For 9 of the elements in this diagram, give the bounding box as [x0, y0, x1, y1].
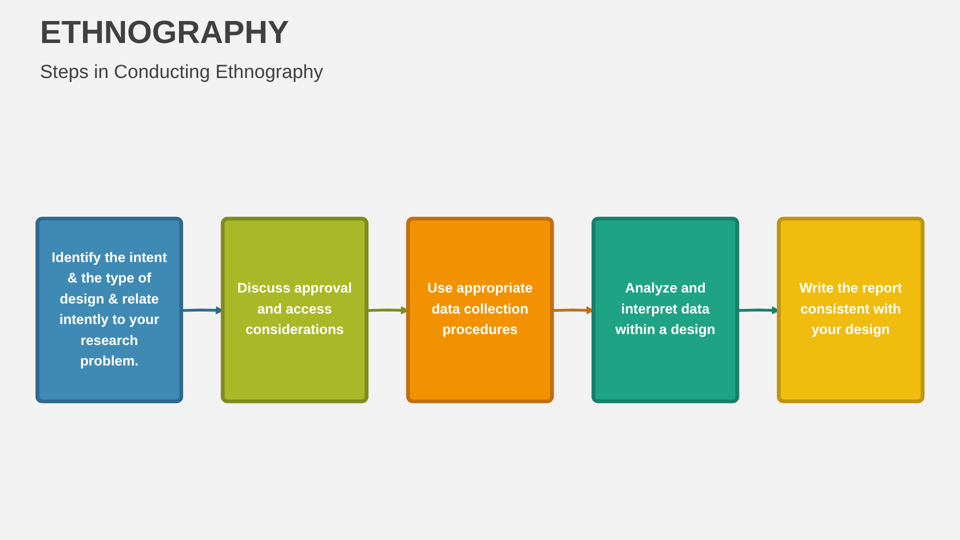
step-box: Identify the intent & the type of design & relate intently to your research problem. [36, 216, 184, 404]
step-box: Discuss approval and access considerations [220, 216, 368, 404]
subtitle: Steps in Conducting Ethnography [40, 62, 324, 84]
arrow [552, 306, 594, 314]
step-box: Write the report consistent with your design [776, 216, 924, 404]
title: ETHNOGRAPHY [40, 14, 289, 51]
step-box: Analyze and interpret data within a design [592, 216, 740, 404]
step-box: Use appropriate data collection procedures [406, 216, 554, 404]
arrow [738, 306, 780, 314]
